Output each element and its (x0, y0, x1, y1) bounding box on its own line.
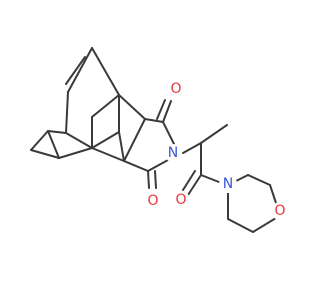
bond-alkene (67, 47, 93, 93)
bond (30, 130, 49, 151)
bond-carbonyl-top-inner (156, 99, 166, 120)
atom-layer: O N O O N O (144, 80, 289, 220)
morpholine-nitrogen-atom: N (219, 175, 237, 193)
imide-nitrogen-label: N (168, 145, 178, 161)
bond (91, 131, 120, 149)
bond (200, 124, 228, 144)
bond (123, 160, 149, 172)
bond (47, 130, 60, 159)
bond (118, 94, 146, 120)
bond-layer (30, 47, 277, 233)
bond (58, 147, 93, 159)
imide-oxygen-bottom-atom: O (144, 192, 162, 210)
bond (91, 147, 125, 162)
imide-nitrogen-atom: N (164, 144, 182, 162)
bond-carbonyl-top (162, 100, 172, 123)
bond (247, 174, 271, 186)
amide-oxygen-atom: O (172, 191, 190, 209)
bond (65, 132, 93, 149)
bond-amide-carbonyl-inner (182, 170, 196, 191)
bond (252, 217, 277, 233)
bond (144, 118, 164, 123)
bond-carbonyl-bottom-inner (154, 170, 157, 189)
amide-oxygen-label: O (175, 192, 186, 208)
bond (227, 218, 254, 233)
morpholine-oxygen-atom: O (271, 202, 289, 220)
bond (162, 121, 177, 149)
bond (147, 159, 169, 172)
bond (118, 131, 125, 162)
bond (30, 149, 60, 159)
bond (269, 184, 277, 204)
bond (91, 94, 120, 118)
morpholine-nitrogen-label: N (223, 176, 233, 192)
imide-oxygen-bottom-label: O (147, 193, 158, 209)
bond-carbonyl-bottom (147, 170, 150, 189)
bond-amide-carbonyl (187, 174, 202, 196)
imide-oxygen-top-atom: O (167, 80, 185, 98)
bond (65, 91, 69, 134)
bond (91, 47, 120, 96)
bond (182, 142, 202, 154)
chemical-structure-diagram: O N O O N O (30, 47, 289, 233)
bond-alkene-inner (65, 56, 86, 85)
bond (123, 118, 146, 162)
imide-oxygen-top-label: O (170, 81, 181, 97)
morpholine-oxygen-label: O (274, 203, 285, 219)
bond (47, 130, 67, 134)
